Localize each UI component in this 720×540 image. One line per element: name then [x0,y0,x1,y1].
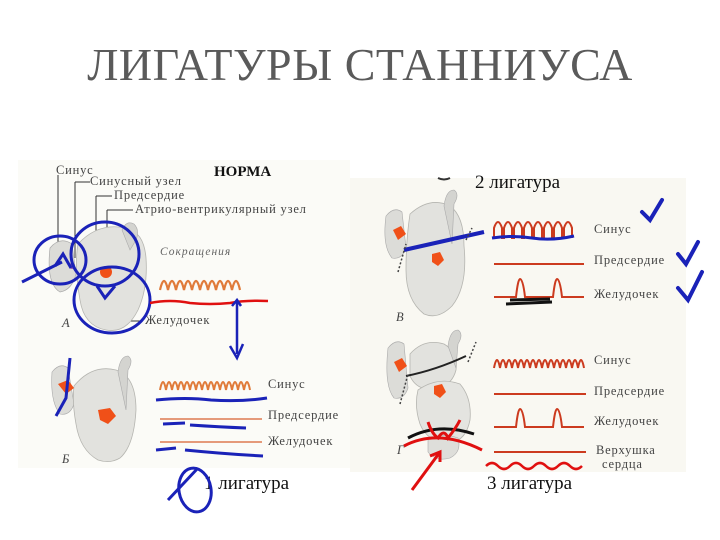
label-atrium-a: Предсердие [114,188,185,202]
label-ventricle-a: Желудочек [145,313,211,327]
trace-label-v-2: Желудочек [594,287,660,301]
trace-label-b-1: Предсердие [268,408,339,422]
caption-ligature-1: 1 лигатура [204,473,290,494]
caption-ligature-2: 2 лигатура [475,172,561,193]
trace-label-b-0: Синус [268,377,306,391]
trace-label-v-1: Предсердие [594,253,665,267]
trace-label-g-0: Синус [594,353,632,367]
trace-label-v-0: Синус [594,222,632,236]
panel-letter-g: Г [397,443,405,457]
contraction-wave-a [158,279,242,291]
trace-label-g-1: Предсердие [594,384,665,398]
left-diagram-panel [18,160,350,468]
label-av-node: Атрио-вентрикулярный узел [135,202,307,216]
trace-label-g-2: Желудочек [594,414,660,428]
right-diagram-panel [350,178,686,472]
slide-title: ЛИГАТУРЫ СТАННИУСА [87,39,633,90]
label-sinus-node: Синусный узел [90,174,182,188]
label-contractions: Сокращения [160,246,232,258]
norma-heading: НОРМА [214,164,272,180]
panel-letter-b: Б [62,452,71,466]
caption-ligature-3: 3 лигатура [487,473,573,494]
trace-label-b-2: Желудочек [268,434,334,448]
panel-letter-a: А [62,316,71,330]
trace-label-g-3-line2: сердца [602,457,643,471]
trace-label-g-3-line1: Верхушка [596,443,656,457]
label-sinus-a: Синус [56,163,94,177]
panel-letter-v: В [396,310,405,324]
